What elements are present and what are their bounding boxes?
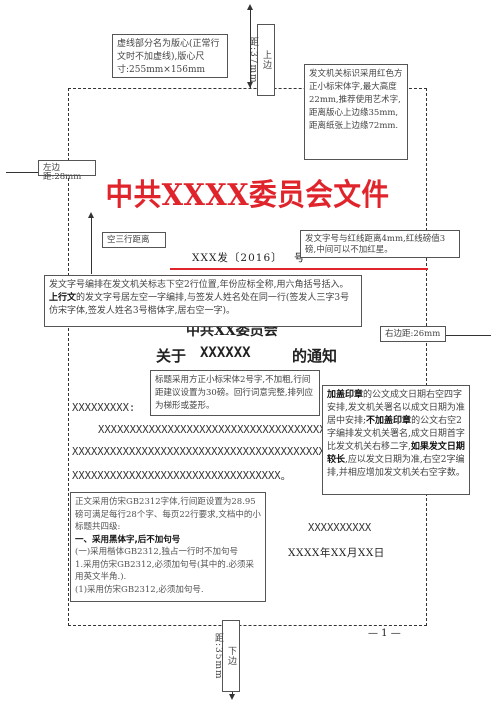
doc-number-note-bold: 上行文 xyxy=(49,293,77,303)
body-font-note: 正文采用仿宋GB2312字体,行间距设置为28.95磅可满足每行28个字、每页2… xyxy=(70,492,266,602)
page-number: — 1 — xyxy=(368,628,401,639)
doc-number-tail: 号 xyxy=(294,252,305,264)
signature: XXXXXXXXXX xyxy=(308,522,372,534)
seal-note: 加盖印章的公文成文日期右空四字安排,发文机关署名以成文日期为准居中安排;不加盖印… xyxy=(322,385,470,495)
title-note: 标题采用方正小标宋体2号字,不加粗,行间距建议设置为30磅。回行词意完整,排列应… xyxy=(150,370,320,416)
seal-note-t2: 的公文右空2字编排发文机关署名,成文日期首字比发文机关右移二字, xyxy=(327,416,465,452)
issuer-line: 中共XX委员会 xyxy=(186,323,278,339)
subject-pre: 关于 xyxy=(156,347,187,365)
body-font-note-text: 正文采用仿宋GB2312字体,行间距设置为28.95磅可满足每行28个字、每页2… xyxy=(75,497,261,532)
issue-date: XXXX年XX月XX日 xyxy=(288,547,385,559)
blank-lines-arrow xyxy=(91,214,92,274)
heading-level-3: 1.采用仿宋GB2312,必须加句号(其中的.必须采用英文半角.). xyxy=(75,559,254,583)
subject-post: 的通知 xyxy=(292,347,338,365)
red-line xyxy=(170,268,428,270)
top-arrow-tail xyxy=(247,82,253,88)
left-margin-label: 左边距:28mm xyxy=(38,160,96,182)
body-line-3: XXXXXXXXXXXXXXXXXXXXXXXXXXXXXXXXX。 xyxy=(72,470,292,482)
red-line-note: 发文字号与红线距离4mm,红线磅值3磅,中间可以不加红星。 xyxy=(300,230,460,258)
seal-note-b3: 如果发文日期较长 xyxy=(327,442,465,465)
doc-number-note-post: 的发文字号居左空一字编排,与签发人姓名处在同一行(签发人三字3号仿宋字体,签发人… xyxy=(49,293,350,316)
doc-number-note: 发文字号编排在发文机关标志下空2行位置,年份应标全称,用六角括号括入。上行文的发… xyxy=(44,275,362,327)
right-margin-label: 右边距:26mm xyxy=(380,326,446,342)
body-line-2: XXXXXXXXXXXXXXXXXXXXXXXXXXXXXXXXXXXXXXXX… xyxy=(72,446,322,458)
salutation: XXXXXXXXX: xyxy=(72,402,136,414)
seal-note-b2: 不加盖印章 xyxy=(366,416,412,426)
bottom-margin-label: 下边距:35mm xyxy=(213,620,240,692)
subject-x: XXXXXX xyxy=(200,345,251,361)
top-margin-arrow xyxy=(250,6,251,88)
doc-number-note-pre: 发文字号编排在发文机关标志下空2行位置,年份应标全称,用六角括号括入。 xyxy=(49,280,349,290)
body-line-1: XXXXXXXXXXXXXXXXXXXXXXXXXXXXXXXXXXXXXX xyxy=(98,424,322,436)
doc-number: XXX发〔2016〕 xyxy=(192,252,283,264)
print-area-note: 虚线部分名为版心(正常行文时不加虚线),版心尺寸:255mm×156mm xyxy=(112,34,228,78)
right-margin-arrow xyxy=(427,335,491,336)
seal-note-t3: ,应以发文日期为准,右空2字编排,并相应增加发文机关右空字数。 xyxy=(327,455,465,478)
header-mark-note: 发文机关标识采用红色方正小标宋体字,最大高度22mm,推荐使用艺术字,距离版心上… xyxy=(304,64,408,160)
top-arrow-head xyxy=(247,4,253,10)
seal-note-b1: 加盖印章 xyxy=(327,390,364,400)
heading-level-4: (1)采用仿宋GB2312,必须加句号. xyxy=(75,584,204,595)
seal-note-t1: 的公文成文日期右空四字安排,发文机关署名以成文日期为准居中安排; xyxy=(327,390,465,426)
heading-level-1: 一、采用黑体字,后不加句号 xyxy=(75,534,181,545)
bottom-arrow-down xyxy=(229,694,235,700)
heading-level-2: (一)采用楷体GB2312,独占一行时不加句号 xyxy=(75,547,239,557)
blank-arrow-up xyxy=(88,212,94,218)
left-margin-arrow xyxy=(6,172,68,173)
header-title: 中共XXXX委员会文件 xyxy=(105,178,390,213)
top-margin-label: 上边距:37mm xyxy=(248,24,275,96)
blank-lines-label: 空三行距离 xyxy=(102,232,166,248)
print-area-frame xyxy=(68,88,427,626)
